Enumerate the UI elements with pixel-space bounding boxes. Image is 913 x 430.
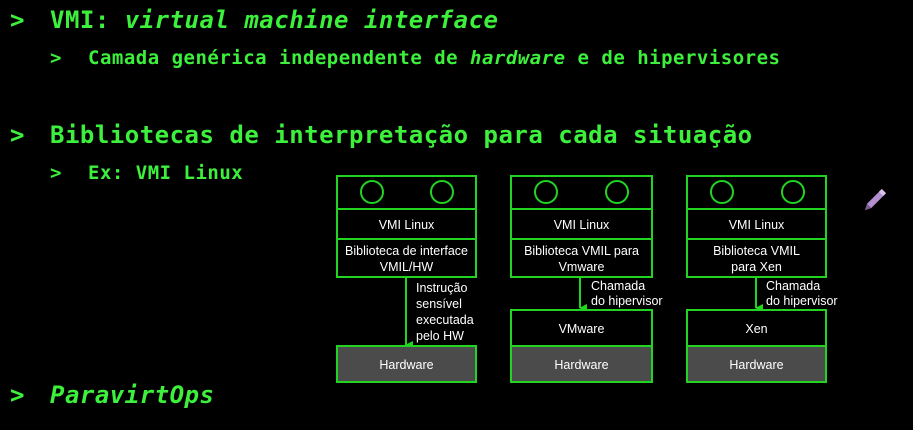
vmi-linux-label: VMI Linux [379,218,435,232]
library-label-line1: Biblioteca VMIL para [524,244,639,258]
process-circle [430,180,454,204]
guest-os-box [510,175,653,210]
process-circle [534,180,558,204]
subbullet-camada: > Camada genérica independente de hardwar… [50,47,780,69]
hypervisor-box [686,309,827,347]
hardware-label: Hardware [554,358,608,372]
bullet-vmi-prefix: VMI: [50,6,125,34]
bullet-paravirtops: > ParavirtOps [10,381,214,409]
library-label-line2: para Xen [731,260,782,274]
bullet-bibliotecas: > Bibliotecas de interpretação para cada … [10,121,753,149]
vmi-linux-label: VMI Linux [554,218,610,232]
pencil-icon[interactable] [860,186,888,220]
hypervisor-label: Xen [745,322,767,336]
arrow-label-line1: Chamada [766,279,820,293]
bullet-vmi: > VMI: virtual machine interface [10,6,498,34]
subbullet-ex: > Ex: VMI Linux [50,162,243,184]
bullet-marker: > [50,162,62,184]
vmi-linux-box [336,208,477,240]
hardware-box [686,345,827,383]
guest-os-box [686,175,827,210]
process-circle [781,180,805,204]
vmi-linux-box [510,208,653,240]
diagram-column-xen: VMI Linux Biblioteca VMIL para Xen Chama… [686,175,838,383]
bullet-marker: > [10,6,25,34]
bullet-vmi-italic: virtual machine interface [124,6,499,34]
library-label-line1: Biblioteca VMIL [713,244,800,258]
library-box [686,238,827,278]
library-label-line2: VMIL/HW [380,260,434,274]
bullet-marker: > [10,381,25,409]
arrow-label-line3: executada [416,313,474,327]
library-label-line1: Biblioteca de interface [345,244,468,258]
arrow-label-line2: sensível [416,297,462,311]
arrow-label-line4: pelo HW [416,329,464,343]
subbullet-camada-text2: e de hipervisores [565,47,781,69]
bullet-paravirtops-italic: ParavirtOps [50,381,215,409]
hardware-box [510,345,653,383]
hardware-label: Hardware [729,358,783,372]
library-label-line2: Vmware [559,260,605,274]
diagram-column-vmware: VMI Linux Biblioteca VMIL para Vmware Ch… [510,175,663,383]
bullet-marker: > [10,121,25,149]
bullet-marker: > [50,47,62,69]
subbullet-camada-text1: Camada genérica independente de [88,47,471,69]
guest-os-box [336,175,477,210]
diagram-column-hw: VMI Linux Biblioteca de interface VMIL/H… [336,175,477,383]
arrow-label-line1: Instrução [416,281,467,295]
arrow-label-line2: do hipervisor [591,294,663,308]
process-circle [360,180,384,204]
bullet-bibliotecas-text: Bibliotecas de interpretação para cada s… [50,121,753,149]
hardware-box [336,345,477,383]
hypervisor-label: VMware [559,322,605,336]
process-circle [710,180,734,204]
subbullet-ex-text: Ex: VMI Linux [88,162,244,184]
subbullet-camada-italic: hardware [470,47,566,69]
vmi-linux-label: VMI Linux [729,218,785,232]
process-circle [605,180,629,204]
library-box [336,238,477,278]
arrow-label-line1: Chamada [591,279,645,293]
library-box [510,238,653,278]
hardware-label: Hardware [379,358,433,372]
arrow-label-line2: do hipervisor [766,294,838,308]
